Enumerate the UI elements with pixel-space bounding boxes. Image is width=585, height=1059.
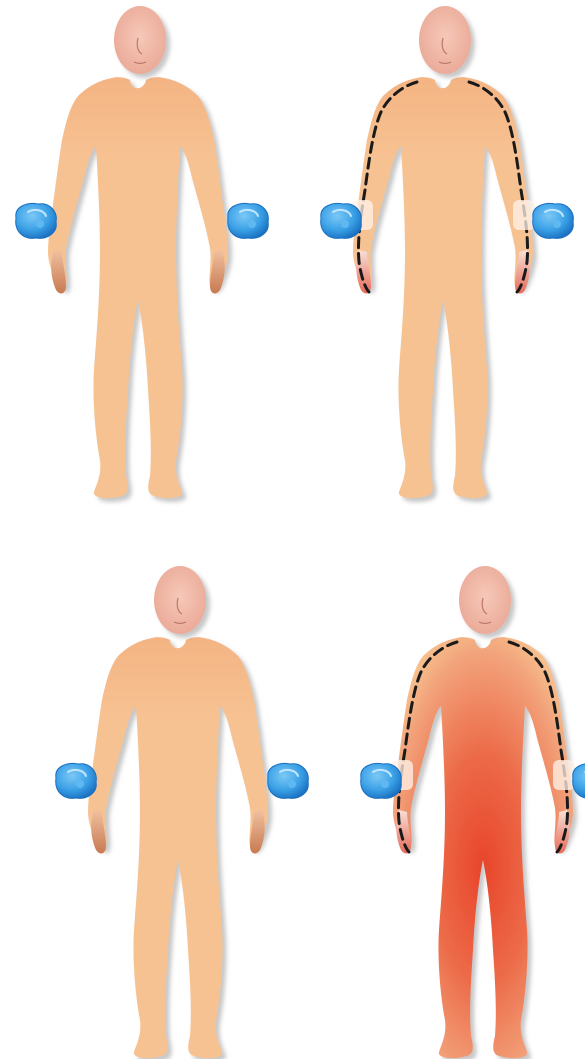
human-body-silhouette <box>88 637 268 1058</box>
human-body-silhouette <box>48 77 228 498</box>
figure-panel-top-right <box>321 6 574 498</box>
human-body-silhouette <box>353 77 533 498</box>
left-ice-pack-icon <box>361 764 402 799</box>
right-wrist-band <box>553 760 575 790</box>
human-body-silhouette <box>393 637 573 1058</box>
right-wrist-band <box>513 200 535 230</box>
figure-panel-bottom-left <box>56 566 309 1058</box>
left-ice-pack-icon <box>321 204 362 239</box>
left-ice-pack-icon <box>56 764 97 799</box>
figure-panel-bottom-right <box>361 566 585 1058</box>
right-ice-pack-icon <box>268 764 309 799</box>
figure-panel-top-left <box>16 6 269 498</box>
right-ice-pack-icon <box>533 204 574 239</box>
left-ice-pack-icon <box>16 204 57 239</box>
right-ice-pack-icon <box>228 204 269 239</box>
